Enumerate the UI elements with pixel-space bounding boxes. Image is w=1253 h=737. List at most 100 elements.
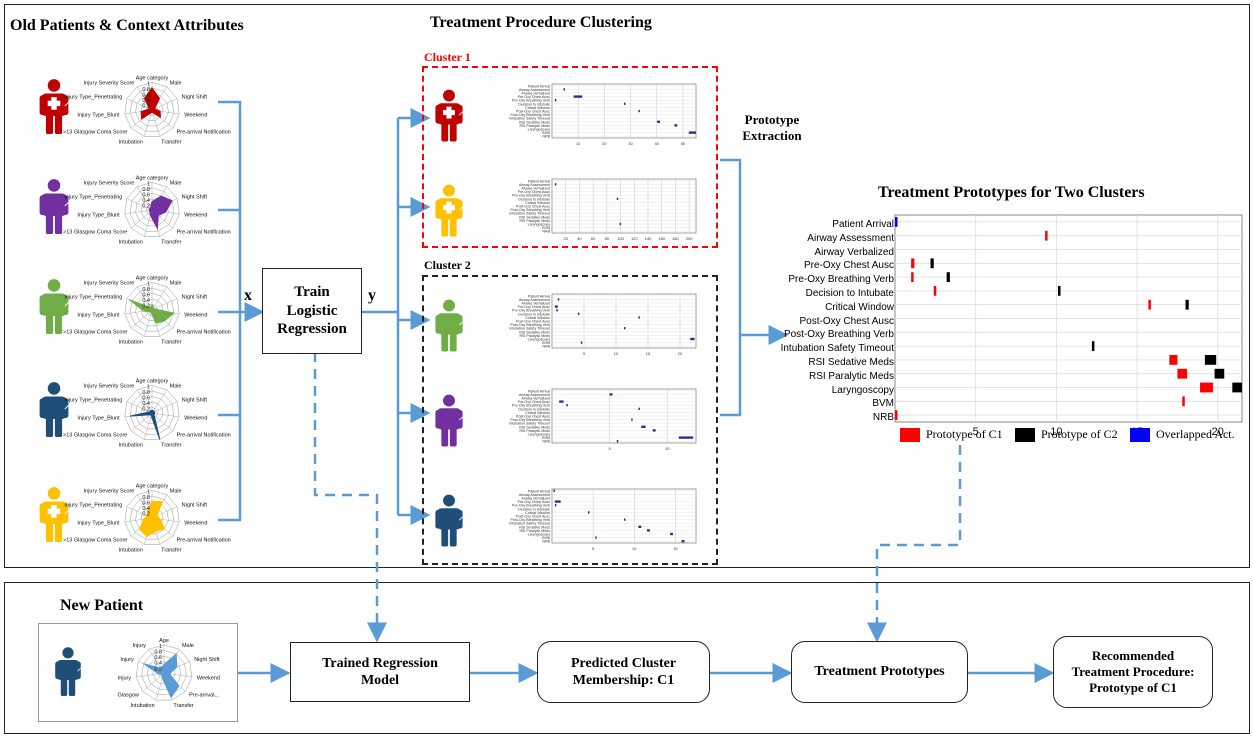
patient-icon — [435, 394, 463, 447]
radar-tick: 0.4 — [142, 298, 150, 304]
radar-axis-label: Transfer — [161, 339, 181, 345]
radar-axis-label: Pre-arrival Notification — [177, 537, 231, 543]
mini-label: RSI Sedative Meds — [519, 330, 550, 334]
radar-tick: 1 — [159, 644, 162, 650]
mini-label: RSI Sedative Meds — [519, 120, 550, 124]
mini-label: Pre-Oxy Breathing Verb — [512, 404, 550, 408]
radar-axis-label: Injury Severity Score — [84, 384, 135, 390]
legend-c1: Prototype of C1 — [900, 427, 1003, 442]
mini-tick: 40 — [655, 141, 660, 146]
legend-overlap-label: Overlapped Act. — [1156, 427, 1235, 441]
prototype-bar — [1214, 368, 1225, 379]
mini-label: Pre-Oxy Breathing Verb — [512, 99, 550, 103]
radar-axis-label: Intubation — [119, 139, 143, 145]
radar-axis-label: Male — [170, 384, 182, 390]
radar-tick: 0.8 — [142, 287, 150, 293]
radar-axis-label: Pre-arrival Notification — [177, 129, 231, 135]
patient-icon — [435, 494, 463, 547]
mini-label: Airway Assessment — [519, 298, 550, 302]
radar-axis-label: Injury Type_Penetrating — [64, 294, 122, 300]
mini-bar — [624, 518, 626, 521]
old-patients-title: Old Patients & Context Attributes — [10, 17, 244, 34]
mini-label: Post-Oxy Breathing Verb — [510, 518, 550, 522]
radar-axis-label: >13 Glasgow Coma Score — [63, 129, 127, 135]
radar-axis-label: Age category — [136, 175, 169, 181]
mini-label: Patient Arrival — [528, 389, 550, 393]
radar-axis-label: Age category — [136, 275, 169, 281]
mini-bar — [670, 532, 673, 536]
mini-tick: 10 — [632, 546, 637, 551]
radar-axis-label: Transfer — [173, 703, 193, 709]
prototype-activity-label: Post-Oxy Breathing Verb — [783, 329, 894, 341]
mini-bar — [616, 197, 619, 200]
prototype-bar — [1058, 286, 1061, 296]
radar-axis-label: Night Shift — [182, 502, 208, 508]
prototype-bar — [930, 258, 934, 269]
patient-icon — [39, 279, 69, 334]
x-label: x — [244, 287, 252, 304]
prototype-bar — [1045, 230, 1048, 241]
radar-tick: 0.6 — [142, 192, 150, 198]
mini-bar — [624, 327, 626, 330]
radar-tick: 0.6 — [142, 500, 150, 506]
radar-axis-label: Intubation — [119, 339, 143, 345]
mini-bar — [678, 436, 694, 439]
mini-label: Post-Oxy Chest Ausc — [516, 415, 550, 419]
prototype-activity-label: Pre-Oxy Chest Ausc — [803, 260, 894, 272]
trained-model-box: Trained Regression Model — [290, 642, 470, 702]
radar-axis-label: Injury Type_Penetrating — [64, 502, 122, 508]
mini-bar — [556, 309, 558, 312]
prototype-activity-label: Pre-Oxy Breathing Verb — [788, 274, 894, 286]
mini-label: NRB — [542, 230, 550, 234]
legend-c2: Prototype of C2 — [1015, 427, 1118, 442]
mini-tick: 200 — [686, 236, 693, 241]
radar-axis-label: Male — [170, 281, 182, 287]
radar-axis-label: Glasgow — [118, 693, 139, 699]
radar-axis-label: Injury Type_Blunt — [77, 313, 120, 319]
mini-label: Decision to Intubate — [518, 312, 550, 316]
mini-label: RSI Sedative Meds — [519, 215, 550, 219]
patient-icon — [435, 299, 463, 352]
radar-series — [148, 195, 173, 231]
prototype-x-tick: 20 — [1212, 426, 1224, 438]
mini-bar — [657, 120, 660, 123]
radar-axis-label: Pre-arrival... — [189, 693, 219, 699]
prototype-activity-label: NRB — [872, 412, 894, 424]
legend-c2-label: Prototype of C2 — [1041, 427, 1118, 441]
radar-axis-label: Injury Severity Score — [84, 81, 135, 87]
mini-label: Decision to Intubate — [518, 197, 550, 201]
mini-label: Post-Oxy Breathing Verb — [510, 323, 550, 327]
mini-label: Post-Oxy Chest Ausc — [516, 110, 550, 114]
mini-label: Post-Oxy Breathing Verb — [510, 113, 550, 117]
radar-axis-label: Injury — [133, 643, 147, 649]
mini-label: Laryngoscopy — [528, 338, 551, 342]
radar-series — [129, 299, 176, 324]
mini-tick: 5 — [608, 446, 611, 451]
patient-icon — [39, 487, 69, 542]
prototype-bar — [933, 286, 937, 296]
mini-label: Critical Window — [525, 106, 550, 110]
mini-label: Laryngoscopy — [528, 128, 551, 132]
prototype-bar — [911, 258, 915, 269]
mini-label: Decision to Intubate — [518, 407, 550, 411]
patient-icon — [435, 89, 463, 142]
radar-axis-label: Night Shift — [182, 194, 208, 200]
mini-bar — [690, 337, 695, 341]
radar-axis-label: Injury Type_Penetrating — [64, 194, 122, 200]
mini-bar — [573, 95, 583, 98]
radar-axis-label: Intubation — [119, 239, 143, 245]
mini-bar — [641, 425, 646, 428]
radar-tick: 0.8 — [142, 187, 150, 193]
radar-tick: 0.6 — [154, 655, 162, 661]
radar-axis-label: Injury Type_Penetrating — [64, 397, 122, 403]
mini-label: Laryngoscopy — [528, 533, 551, 537]
radar-axis-label: Weekend — [184, 213, 207, 219]
mini-bar — [674, 124, 678, 127]
mini-tick: 10 — [576, 141, 581, 146]
radar-axis-label: >13 Glasgow Coma Score — [63, 229, 127, 235]
mini-label: Airway Verbalized — [521, 302, 550, 306]
